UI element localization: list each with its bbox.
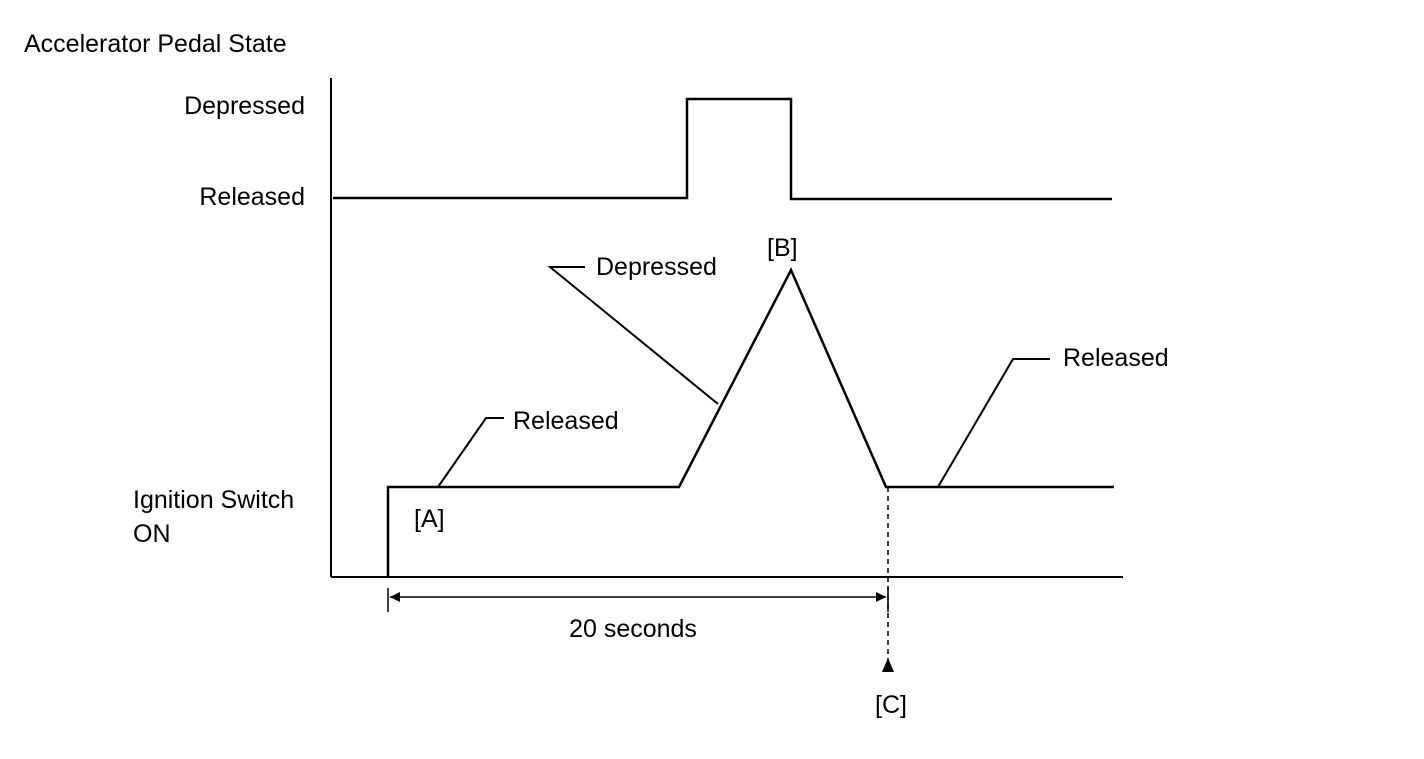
c-triangle-marker: [882, 658, 894, 672]
point-label-a: [A]: [414, 505, 445, 533]
point-label-c: [C]: [875, 691, 907, 719]
point-label-b: [B]: [767, 234, 798, 262]
callout-depressed: Depressed: [596, 253, 717, 281]
ignition-label-line2: ON: [133, 520, 171, 548]
diagram-title: Accelerator Pedal State: [24, 30, 287, 58]
callout-leader-depressed: [547, 266, 719, 405]
value-curve: [386, 267, 1114, 577]
callout-released-2: Released: [1063, 344, 1169, 372]
callout-leader-released-1: [437, 417, 504, 488]
ignition-label-line1: Ignition Switch: [133, 486, 294, 514]
label-released-state: Released: [199, 183, 305, 211]
callout-released-1: Released: [513, 407, 619, 435]
pedal-state-waveform: [333, 97, 1112, 201]
callout-leader-released-2: [937, 358, 1050, 488]
duration-label: 20 seconds: [569, 615, 697, 643]
label-depressed-state: Depressed: [184, 92, 305, 120]
